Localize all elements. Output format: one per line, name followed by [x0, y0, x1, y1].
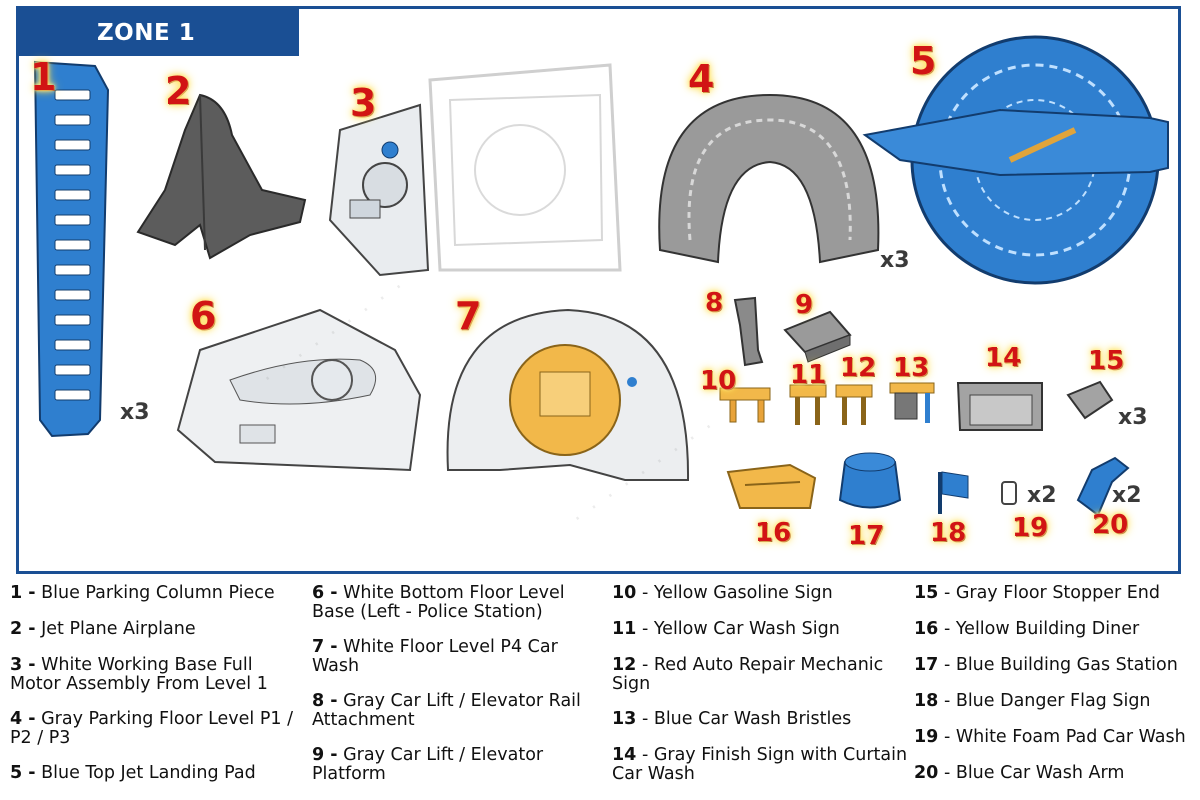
legend-item-number: 2 -: [10, 619, 36, 639]
legend-item-number: 16: [914, 619, 939, 639]
part-badge-3: 3: [350, 81, 377, 125]
legend-item-20: 20 - Blue Car Wash Arm: [914, 764, 1194, 783]
legend-item-text: - Yellow Gasoline Sign: [641, 583, 833, 603]
legend-item-number: 9 -: [312, 745, 338, 765]
legend-item-text: Blue Parking Column Piece: [41, 583, 275, 603]
part-badge-8: 8: [705, 288, 724, 318]
legend-item-16: 16 - Yellow Building Diner: [914, 620, 1194, 639]
legend-item-text: White Bottom Floor Level Base (Left - Po…: [312, 583, 565, 622]
part-badge-16: 16: [755, 518, 792, 548]
legend-item-number: 19: [914, 727, 939, 747]
part-badge-2: 2: [165, 69, 192, 113]
legend-item-text: Gray Parking Floor Level P1 / P2 / P3: [10, 709, 293, 748]
legend-item-text: White Floor Level P4 Car Wash: [312, 637, 558, 676]
part-badge-20: 20: [1092, 510, 1129, 540]
legend-item-number: 3 -: [10, 655, 36, 675]
legend-item-text: Gray Car Lift / Elevator Platform: [312, 745, 544, 784]
part-badge-4: 4: [688, 57, 715, 101]
zone-title: ZONE 1: [19, 9, 299, 56]
legend-item-number: 4 -: [10, 709, 36, 729]
legend-item-number: 10: [612, 583, 637, 603]
multiplier-part-4: x3: [880, 248, 910, 273]
part-badge-15: 15: [1088, 346, 1125, 376]
legend-item-9: 9 - Gray Car Lift / Elevator Platform: [312, 746, 608, 784]
legend-item-number: 11: [612, 619, 637, 639]
legend-item-text: - Blue Car Wash Bristles: [641, 709, 852, 729]
legend-item-2: 2 - Jet Plane Airplane: [10, 620, 306, 639]
legend-item-text: Blue Top Jet Landing Pad: [41, 763, 256, 783]
part-badge-17: 17: [848, 521, 885, 551]
part-badge-10: 10: [700, 366, 737, 396]
legend-item-17: 17 - Blue Building Gas Station: [914, 656, 1194, 675]
legend-item-text: - Yellow Car Wash Sign: [641, 619, 840, 639]
part-badge-1: 1: [30, 55, 57, 99]
legend-item-text: - Yellow Building Diner: [943, 619, 1140, 639]
part-badge-12: 12: [840, 353, 877, 383]
legend-item-text: Gray Car Lift / Elevator Rail Attachment: [312, 691, 581, 730]
legend-item-14: 14 - Gray Finish Sign with Curtain Car W…: [612, 746, 908, 784]
legend-item-7: 7 - White Floor Level P4 Car Wash: [312, 638, 608, 676]
legend-item-number: 14: [612, 745, 637, 765]
legend-item-13: 13 - Blue Car Wash Bristles: [612, 710, 908, 729]
legend-item-15: 15 - Gray Floor Stopper End: [914, 584, 1194, 603]
part-badge-9: 9: [795, 290, 814, 320]
part-badge-13: 13: [893, 353, 930, 383]
legend-item-number: 5 -: [10, 763, 36, 783]
legend-item-number: 17: [914, 655, 939, 675]
part-badge-5: 5: [910, 39, 937, 83]
legend-item-text: - Blue Building Gas Station: [943, 655, 1178, 675]
legend-item-number: 1 -: [10, 583, 36, 603]
legend-item-4: 4 - Gray Parking Floor Level P1 / P2 / P…: [10, 710, 306, 748]
part-badge-11: 11: [790, 360, 827, 390]
multiplier-part-1: x3: [120, 400, 150, 425]
legend-item-12: 12 - Red Auto Repair Mechanic Sign: [612, 656, 908, 694]
part-badge-6: 6: [190, 294, 217, 338]
legend-item-text: - White Foam Pad Car Wash: [943, 727, 1186, 747]
legend-item-number: 7 -: [312, 637, 338, 657]
legend-item-number: 15: [914, 583, 939, 603]
legend-item-11: 11 - Yellow Car Wash Sign: [612, 620, 908, 639]
multiplier-part-19: x2: [1027, 483, 1057, 508]
legend-item-text: - Blue Danger Flag Sign: [943, 691, 1151, 711]
legend-item-3: 3 - White Working Base Full Motor Assemb…: [10, 656, 306, 694]
legend-item-text: - Gray Floor Stopper End: [943, 583, 1160, 603]
legend-item-1: 1 - Blue Parking Column Piece: [10, 584, 306, 603]
legend-item-text: Jet Plane Airplane: [41, 619, 196, 639]
legend-item-number: 12: [612, 655, 637, 675]
legend-item-8: 8 - Gray Car Lift / Elevator Rail Attach…: [312, 692, 608, 730]
legend-item-10: 10 - Yellow Gasoline Sign: [612, 584, 908, 603]
legend-item-text: - Gray Finish Sign with Curtain Car Wash: [612, 745, 908, 784]
legend-item-number: 8 -: [312, 691, 338, 711]
part-badge-14: 14: [985, 343, 1022, 373]
part-badge-18: 18: [930, 518, 967, 548]
parts-legend: 1 - Blue Parking Column Piece 2 - Jet Pl…: [0, 578, 1200, 800]
legend-item-number: 13: [612, 709, 637, 729]
legend-item-text: White Working Base Full Motor Assembly F…: [10, 655, 268, 694]
legend-item-text: - Blue Car Wash Arm: [943, 763, 1125, 783]
legend-item-5: 5 - Blue Top Jet Landing Pad: [10, 764, 306, 783]
part-badge-19: 19: [1012, 513, 1049, 543]
legend-item-text: - Red Auto Repair Mechanic Sign: [612, 655, 884, 694]
multiplier-part-15: x3: [1118, 405, 1148, 430]
legend-item-6: 6 - White Bottom Floor Level Base (Left …: [312, 584, 608, 622]
legend-item-18: 18 - Blue Danger Flag Sign: [914, 692, 1194, 711]
legend-item-number: 6 -: [312, 583, 338, 603]
legend-item-number: 20: [914, 763, 939, 783]
part-badge-7: 7: [455, 294, 482, 338]
multiplier-part-20: x2: [1112, 483, 1142, 508]
legend-item-number: 18: [914, 691, 939, 711]
legend-item-19: 19 - White Foam Pad Car Wash: [914, 728, 1194, 747]
